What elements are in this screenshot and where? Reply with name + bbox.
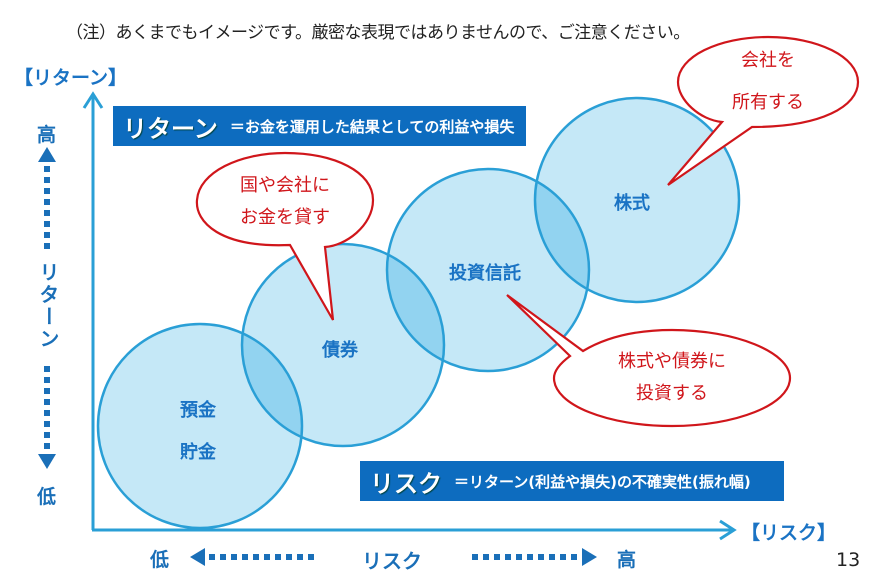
callout-bonds-line2: お金を貸す bbox=[240, 207, 330, 228]
circle-label-deposits-2: 貯金 bbox=[180, 442, 216, 463]
risk-description: ＝リターン(利益や損失)の不確実性(振れ幅) bbox=[454, 472, 751, 491]
return-definition-box: リターン ＝お金を運用した結果としての利益や損失 bbox=[113, 106, 526, 146]
circle-label-deposits-1: 預金 bbox=[180, 400, 216, 421]
y-axis-high: 高 bbox=[37, 124, 57, 146]
circles bbox=[96, 96, 741, 530]
callout-funds bbox=[506, 294, 792, 428]
callout-funds-text: 株式や債券に 投資する bbox=[554, 346, 790, 410]
risk-definition-box: リスク ＝リターン(利益や損失)の不確実性(振れ幅) bbox=[360, 461, 784, 501]
callout-stocks-line2: 所有する bbox=[732, 92, 804, 113]
x-axis-high: 高 bbox=[617, 549, 637, 571]
circle-label-bonds: 債券 bbox=[322, 340, 358, 361]
callout-funds-line1: 株式や債券に bbox=[618, 351, 726, 372]
circle-label-mutual-funds: 投資信託 bbox=[449, 263, 521, 284]
axes bbox=[82, 91, 737, 541]
y-axis-mid-label: リターン bbox=[36, 262, 60, 350]
disclaimer-note: （注）あくまでもイメージです。厳密な表現ではありませんので、ご注意ください。 bbox=[66, 23, 690, 43]
callout-stocks bbox=[667, 35, 860, 186]
return-term: リターン bbox=[123, 114, 218, 143]
callout-bonds bbox=[195, 151, 375, 321]
risk-term: リスク bbox=[370, 469, 442, 498]
y-axis-low: 低 bbox=[37, 486, 57, 508]
callout-bonds-line1: 国や会社に bbox=[240, 175, 330, 196]
y-axis-dotted-arrow bbox=[38, 147, 56, 469]
x-axis-mid-label: リスク bbox=[362, 549, 422, 573]
callout-bonds-text: 国や会社に お金を貸す bbox=[197, 170, 373, 234]
callout-funds-line2: 投資する bbox=[636, 383, 708, 404]
page-number: 13 bbox=[836, 549, 861, 571]
return-description: ＝お金を運用した結果としての利益や損失 bbox=[229, 117, 515, 136]
x-axis-dotted-arrow bbox=[190, 548, 597, 566]
x-axis-low: 低 bbox=[150, 549, 170, 571]
circle-label-stocks: 株式 bbox=[614, 193, 650, 214]
callout-stocks-text: 会社を 所有する bbox=[678, 40, 858, 124]
y-axis-label: 【リターン】 bbox=[14, 67, 128, 89]
callout-stocks-line1: 会社を bbox=[741, 50, 795, 71]
x-axis-label: 【リスク】 bbox=[741, 522, 837, 544]
